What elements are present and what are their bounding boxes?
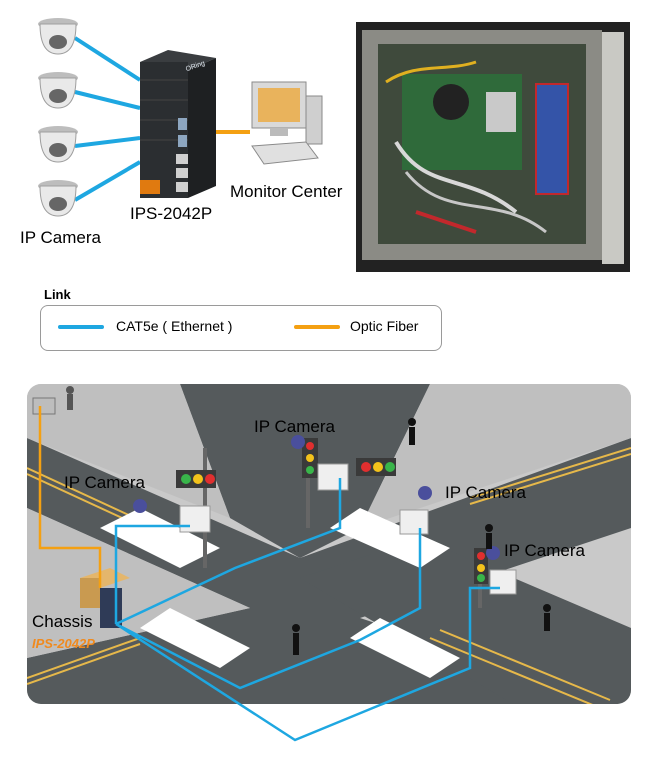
- street-intersection-scene: [27, 384, 631, 742]
- chassis-box-icon: [80, 568, 130, 628]
- traffic-light-icon: [474, 548, 488, 608]
- ethernet-link: [115, 478, 342, 626]
- legend-title: Link: [44, 287, 71, 302]
- legend: [40, 305, 442, 351]
- dome-camera-icon: [38, 72, 78, 109]
- street-camera-label: IP Camera: [254, 417, 335, 436]
- ethernet-link: [115, 586, 500, 742]
- fiber-swatch: [294, 325, 340, 329]
- monitor-computer-icon: [251, 81, 323, 165]
- dome-camera-icon: [133, 435, 500, 560]
- traffic-light-icon: [302, 438, 318, 528]
- ethernet-link: [115, 528, 422, 690]
- dome-camera-icon: [38, 126, 78, 163]
- dome-camera-icon: [38, 180, 78, 217]
- camera-box-icon: [179, 463, 517, 595]
- monitor-station-icon: [32, 386, 74, 415]
- ethernet-link: [114, 524, 190, 624]
- network-diagram: ORing: [38, 18, 323, 217]
- chassis-label: Chassis: [32, 612, 93, 631]
- pedestrian-icon: [292, 418, 551, 655]
- cabinet-photo: [356, 22, 630, 272]
- industrial-switch-icon: [140, 50, 216, 198]
- street-camera-label: IP Camera: [64, 473, 145, 492]
- ethernet-swatch: [58, 325, 104, 329]
- ethernet-links: [73, 36, 142, 202]
- dome-camera-icon: [38, 18, 78, 55]
- street-camera-label: IP Camera: [504, 541, 585, 560]
- monitor-center-label: Monitor Center: [230, 182, 343, 201]
- camera-label: IP Camera: [20, 228, 101, 247]
- legend-item-fiber: Optic Fiber: [350, 318, 419, 334]
- road: [300, 538, 631, 704]
- legend-item-ethernet: CAT5e ( Ethernet ): [116, 318, 233, 334]
- switch-label: IPS-2042P: [130, 204, 213, 223]
- chassis-model-label: IPS-2042P: [32, 636, 95, 651]
- fiber-link: [38, 406, 102, 588]
- traffic-light-icon: [356, 458, 396, 476]
- street-camera-label: IP Camera: [445, 483, 526, 502]
